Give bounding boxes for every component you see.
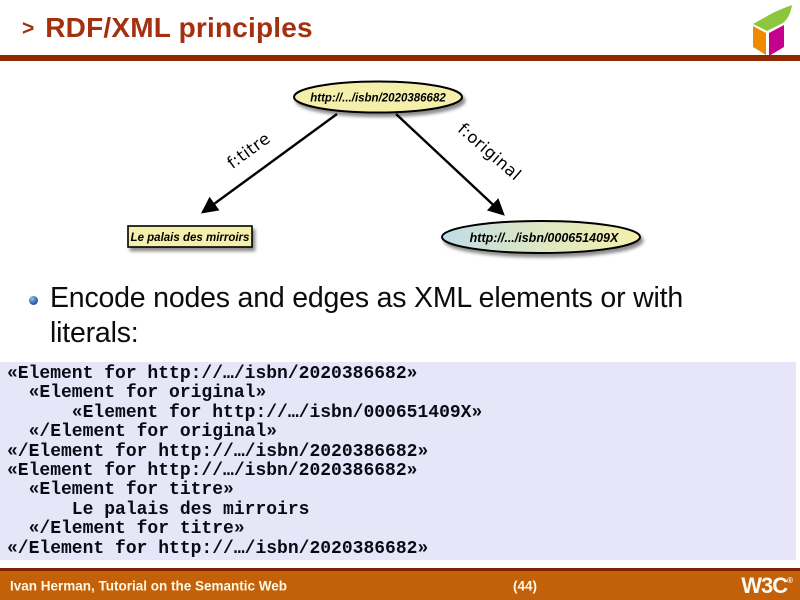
bullet-icon — [29, 296, 38, 305]
header-rule — [0, 55, 800, 61]
w3c-logo-registered-mark: ® — [787, 575, 793, 585]
slide-header: > RDF/XML principles — [22, 12, 313, 44]
footer-author: Ivan Herman, Tutorial on the Semantic We… — [10, 578, 288, 593]
edge-original-arrow — [395, 113, 505, 216]
cube-right-face — [769, 25, 784, 56]
w3c-logo: W3C® — [741, 573, 793, 599]
cube-left-face — [753, 26, 766, 55]
edge-label-original: f:original — [454, 119, 525, 184]
code-block: «Element for http://…/isbn/2020386682» «… — [0, 362, 796, 560]
semantic-web-cube-icon — [753, 5, 792, 56]
node-object-uri — [441, 220, 641, 254]
node-subject-uri — [293, 80, 463, 114]
bullet-item: Encode nodes and edges as XML elements o… — [27, 281, 757, 351]
node-literal-title-label: Le palais des mirroirs — [131, 232, 250, 244]
page-title: RDF/XML principles — [45, 12, 313, 43]
title-marker: > — [22, 17, 35, 40]
edge-titre-arrow — [200, 113, 338, 214]
footer-bar: Ivan Herman, Tutorial on the Semantic We… — [0, 568, 800, 600]
rdf-graph-diagram: f:titre f:original http://.../isbn/20203… — [127, 80, 641, 254]
cube-leaf-top — [753, 5, 792, 31]
node-object-uri-label: http://.../isbn/000651409X — [470, 231, 619, 245]
page-number: (44) — [512, 578, 537, 593]
node-subject-uri-label: http://.../isbn/2020386682 — [310, 93, 446, 105]
w3c-logo-text: W3C — [741, 572, 788, 598]
bullet-text: Encode nodes and edges as XML elements o… — [50, 282, 683, 349]
node-literal-title — [127, 225, 253, 248]
